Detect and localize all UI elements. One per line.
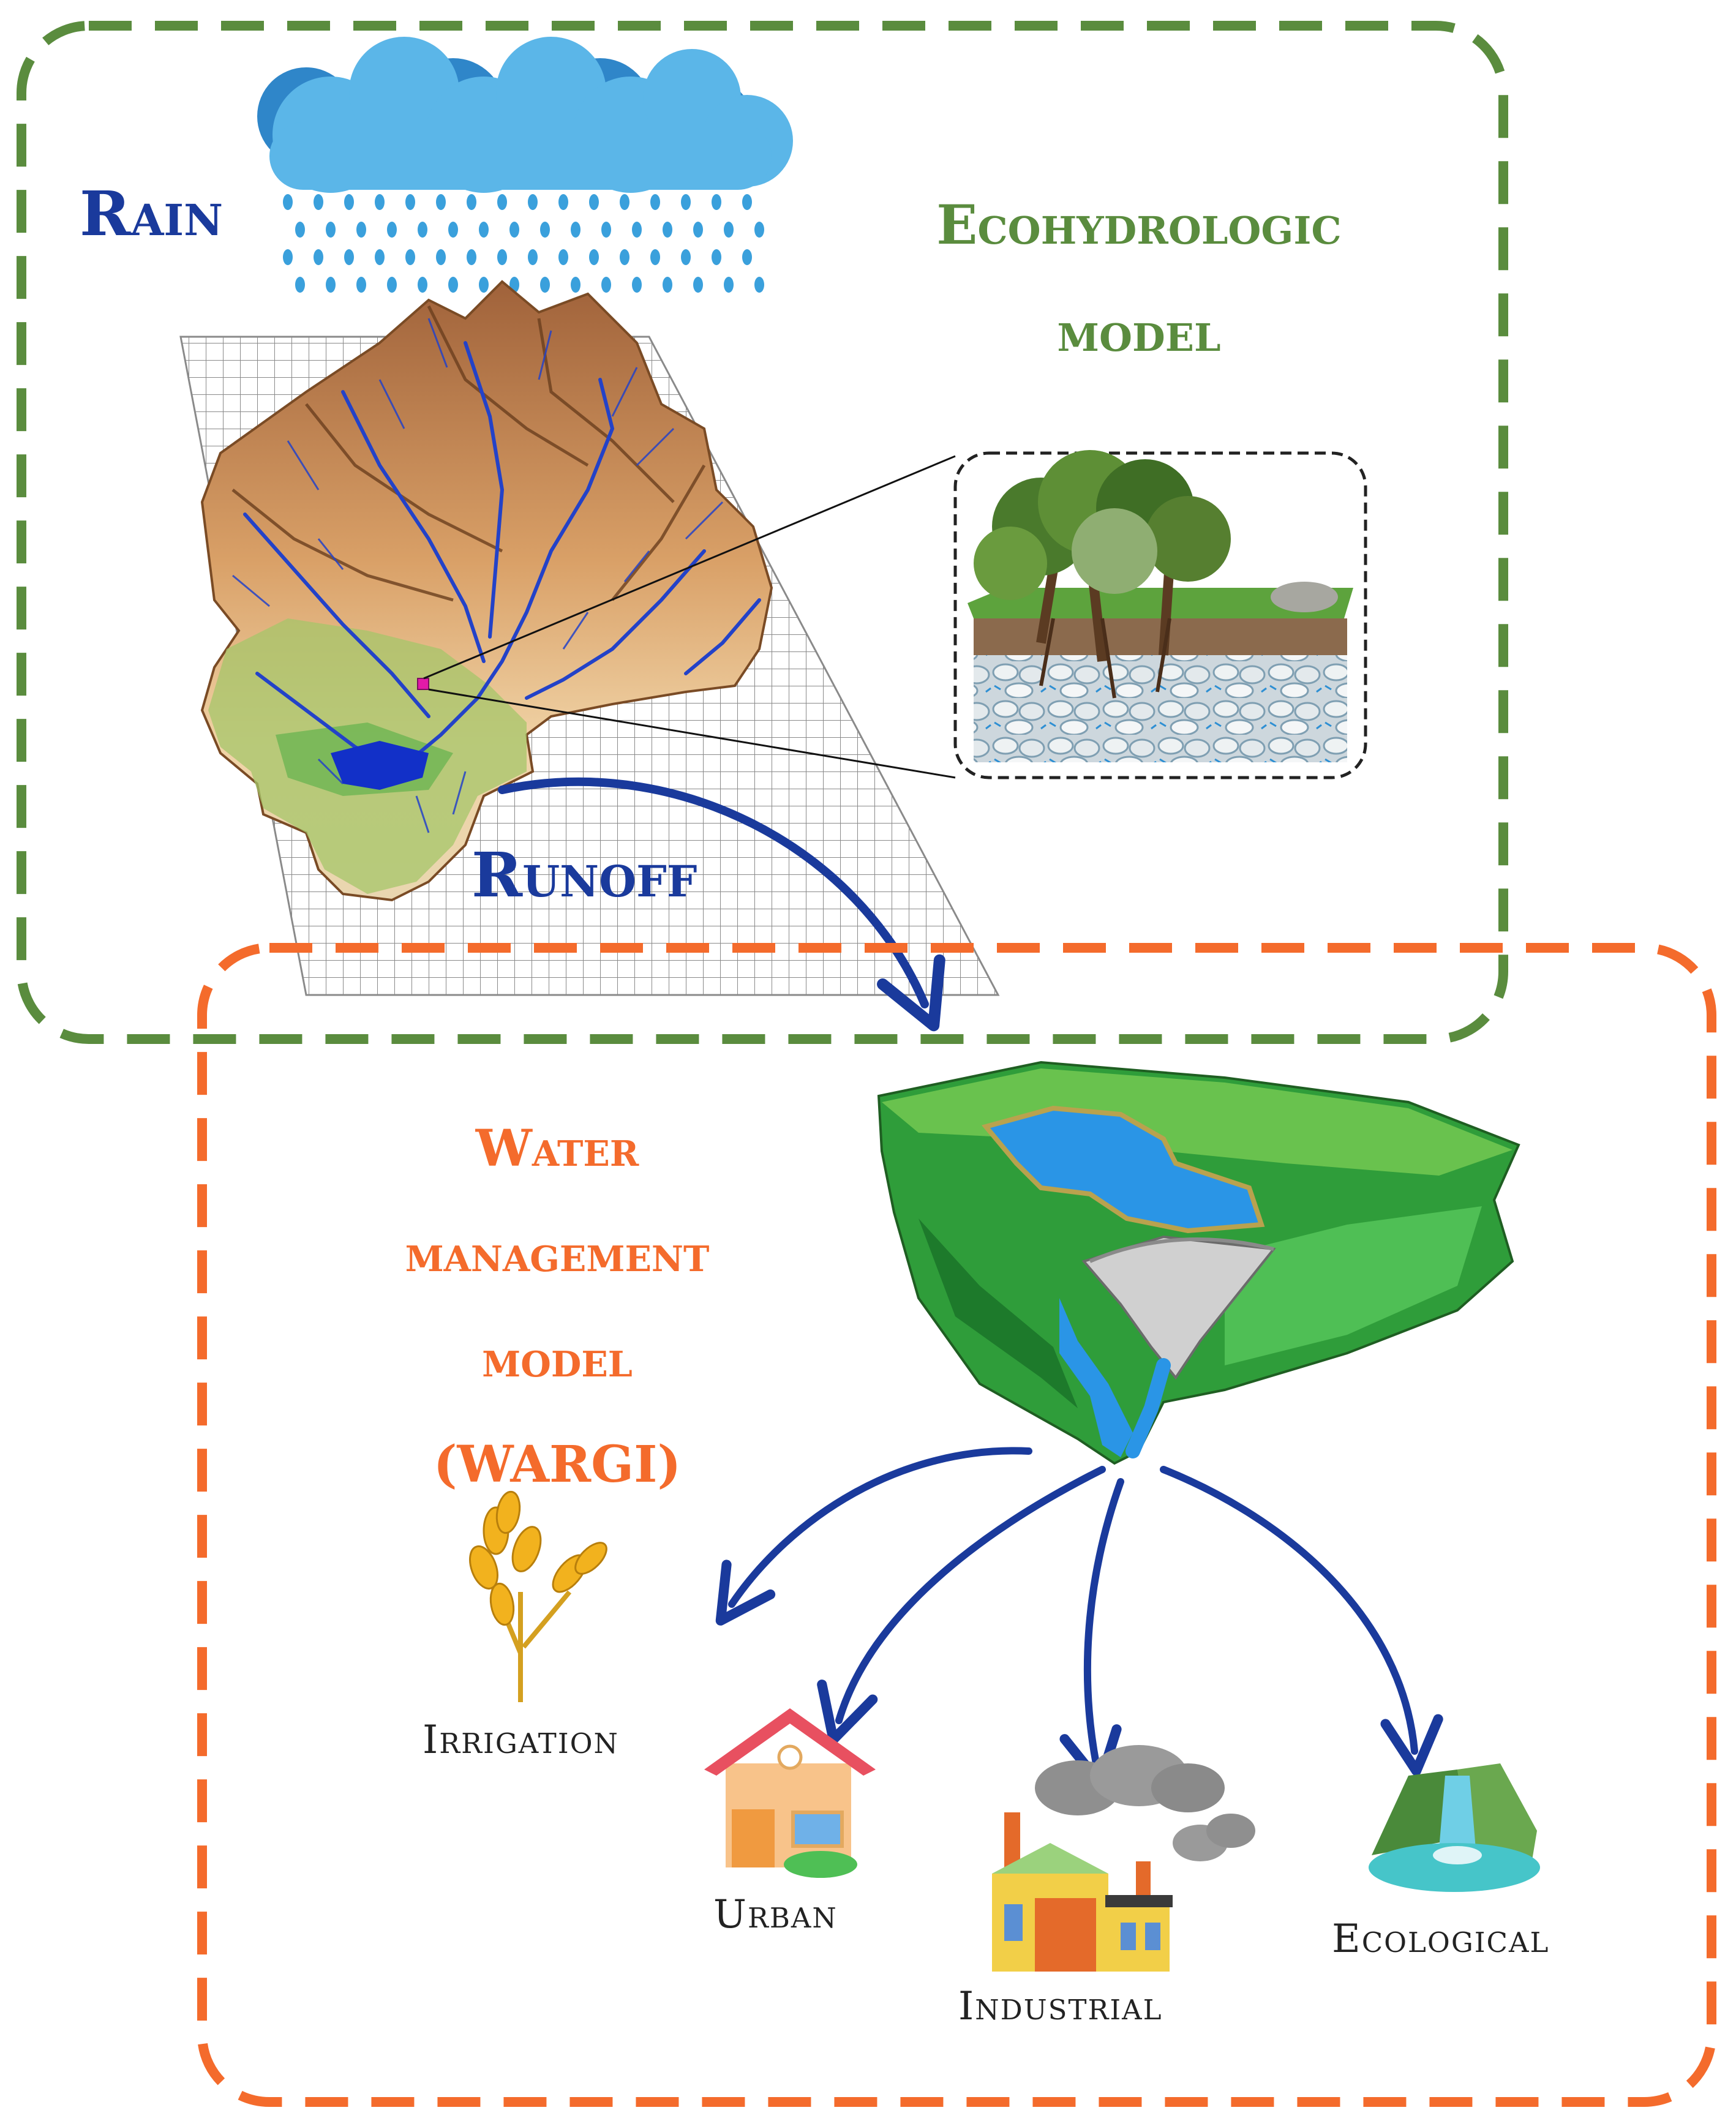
raindrop [356, 277, 366, 293]
runoff-arrow [498, 777, 945, 1032]
ecological-label: Ecological [1332, 1916, 1550, 1962]
raindrop [387, 222, 397, 238]
raindrop [742, 249, 752, 265]
raindrop [497, 249, 507, 265]
raindrop [375, 249, 385, 265]
raindrop [448, 277, 458, 293]
raindrop [601, 222, 611, 238]
waterfall-icon [1369, 1763, 1540, 1892]
raindrop [314, 194, 323, 210]
reservoir-dam-icon [877, 1060, 1520, 1465]
raindrop [712, 249, 721, 265]
zoom-connector-lines [423, 455, 956, 779]
water-title-line2: management [405, 1225, 710, 1283]
raindrop [418, 277, 427, 293]
raindrop [405, 249, 415, 265]
raindrop [283, 194, 293, 210]
raindrop [326, 222, 336, 238]
raindrop [295, 222, 305, 238]
raindrop [497, 194, 507, 210]
raindrop [344, 194, 354, 210]
watershed-terrain [200, 280, 773, 902]
raindrop [589, 249, 599, 265]
water-title-line3: model [482, 1330, 633, 1389]
raindrop [528, 194, 538, 210]
raindrop [712, 194, 721, 210]
raindrop [632, 277, 642, 293]
raindrop [693, 222, 703, 238]
irrigation-label: Irrigation [423, 1717, 619, 1763]
raindrop [436, 194, 446, 210]
raindrop [448, 222, 458, 238]
house-icon [704, 1708, 876, 1878]
raindrop [344, 249, 354, 265]
soil-column-icon [953, 450, 1367, 779]
raindrop [681, 194, 691, 210]
raindrop [663, 277, 672, 293]
raindrop [375, 194, 385, 210]
raindrop [540, 277, 550, 293]
raindrop [479, 222, 489, 238]
raindrop [467, 249, 476, 265]
ecohydrologic-model-box [17, 21, 1508, 1044]
raindrop [558, 249, 568, 265]
raindrop [620, 194, 629, 210]
raindrop [528, 249, 538, 265]
wheat-icon [469, 1490, 607, 1702]
raindrop [693, 277, 703, 293]
arrow-to-irrigation [715, 1447, 1032, 1626]
arrow-to-industrial [1059, 1478, 1124, 1788]
water-management-model-box [197, 943, 1716, 2107]
raindrop [509, 222, 519, 238]
raindrop [754, 277, 764, 293]
raindrop [295, 277, 305, 293]
raindrop [571, 222, 581, 238]
raindrop [601, 277, 611, 293]
raindrop [283, 249, 293, 265]
raindrop [742, 194, 752, 210]
raindrop [436, 249, 446, 265]
industrial-label: Industrial [958, 1984, 1163, 2029]
water-title-line1: Water [475, 1119, 639, 1178]
raindrop [540, 222, 550, 238]
raindrop [589, 194, 599, 210]
arrow-to-urban [817, 1466, 1106, 1745]
raindrop [754, 222, 764, 238]
ecohydrologic-title-line1: Ecohydrologic [936, 193, 1342, 257]
raindrop [479, 277, 489, 293]
raindrop [558, 194, 568, 210]
rain-label: Rain [80, 178, 224, 250]
raindrop [405, 194, 415, 210]
raindrop [571, 277, 581, 293]
factory-icon [992, 1745, 1255, 1972]
water-management-model-title: Water management model (WARGI) [343, 1096, 772, 1517]
raindrop [650, 249, 660, 265]
raindrop [681, 249, 691, 265]
ecohydrologic-title-line2: model [1057, 300, 1221, 364]
arrow-to-ecological [1160, 1466, 1443, 1776]
raindrop [724, 222, 734, 238]
raindrop [314, 249, 323, 265]
raindrop [387, 277, 397, 293]
raindrop [326, 277, 336, 293]
raindrop [418, 222, 427, 238]
raindrop [663, 222, 672, 238]
raindrop [650, 194, 660, 210]
urban-label: Urban [713, 1892, 838, 1937]
raindrop [467, 194, 476, 210]
raindrop [632, 222, 642, 238]
raindrop [620, 249, 629, 265]
water-title-line4: (WARGI) [433, 1435, 682, 1494]
raindrop [356, 222, 366, 238]
cloud-rain-icon [257, 37, 793, 293]
runoff-label: Runoff [472, 839, 697, 911]
raindrop [724, 277, 734, 293]
ecohydrologic-model-title: Ecohydrologic model [870, 171, 1408, 386]
